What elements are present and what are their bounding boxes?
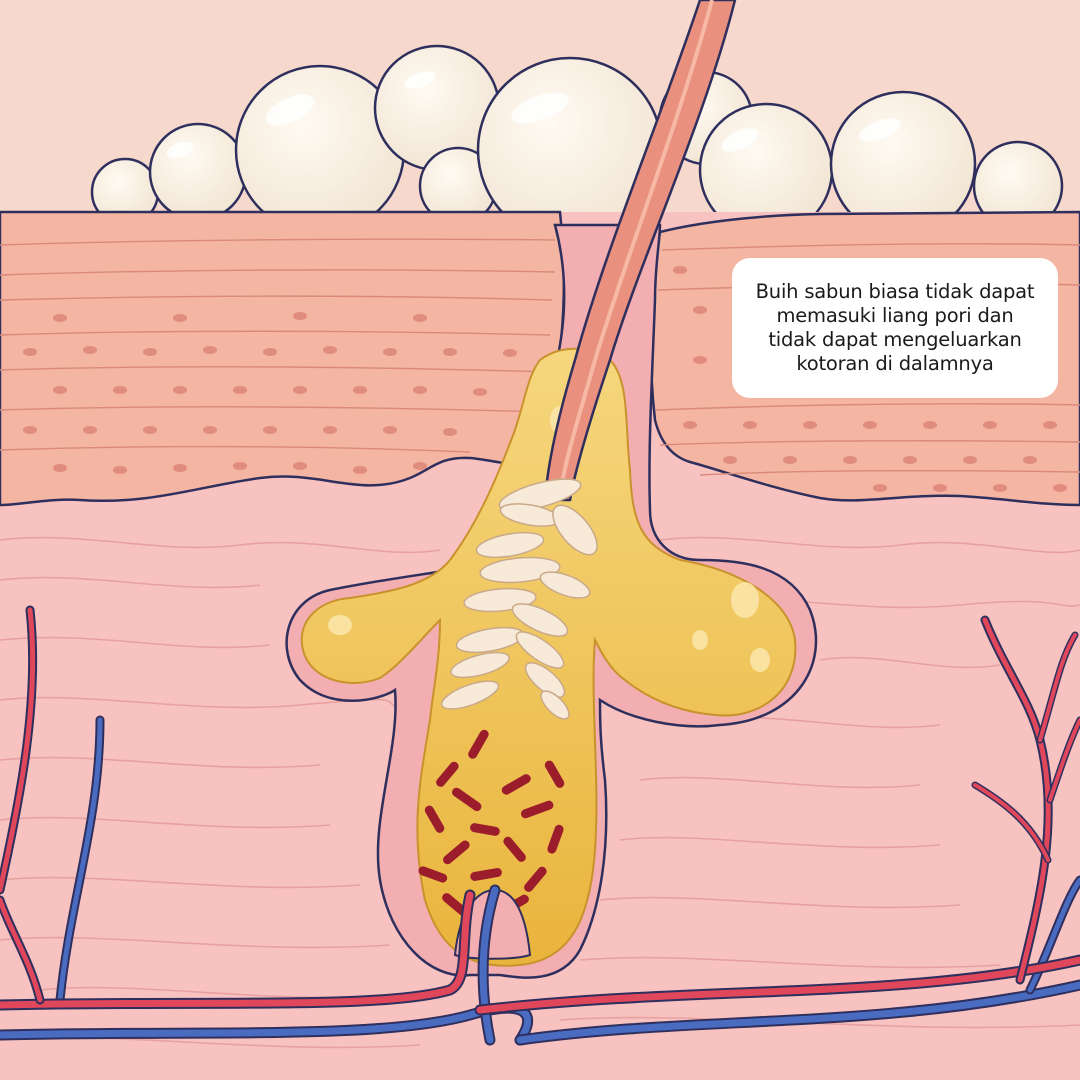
epidermis-nuclei-left [23,312,517,474]
blood-vessel-icon [0,605,1080,1046]
epidermis-cells-right [655,243,1080,476]
explanation-callout: Buih sabun biasa tidak dapat memasuki li… [732,258,1058,398]
callout-text: Buih sabun biasa tidak dapat memasuki li… [755,280,1035,375]
epidermis-cells-left [0,238,556,453]
dead-skin-flakes [440,478,598,720]
foam-highlights [166,71,901,159]
hair-highlight [558,0,714,496]
epidermis-nuclei-right [673,266,1067,492]
bacteria-icon [418,729,565,937]
